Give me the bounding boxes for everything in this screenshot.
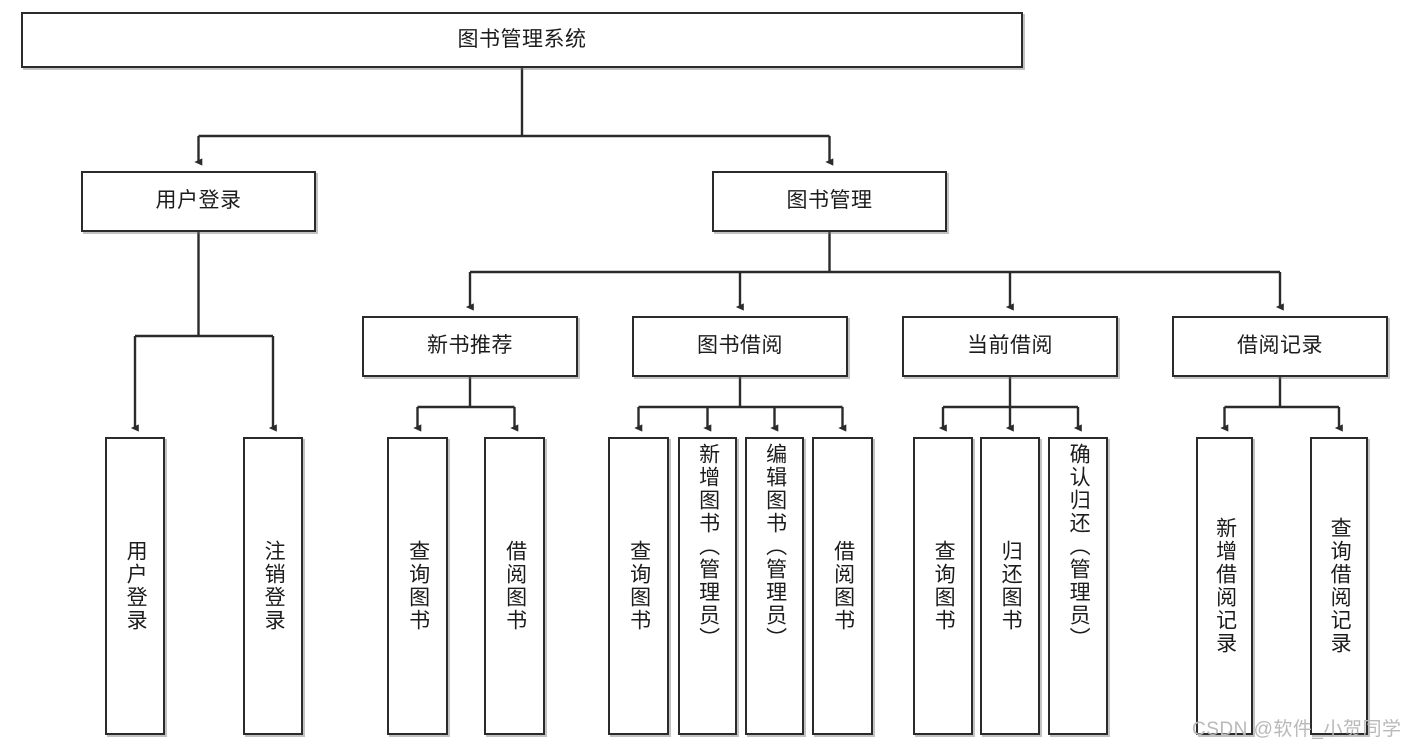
- node-label: 查询图书: [406, 540, 430, 632]
- node-label: 用户登录: [155, 189, 242, 213]
- node-label: 图书管理系统: [457, 27, 587, 51]
- node-leaf-user-login[interactable]: 用户登录: [105, 437, 165, 735]
- node-label: 查询图书: [932, 540, 956, 632]
- node-label: 新增图书（管理员）: [696, 443, 720, 650]
- node-label: 注销登录: [262, 540, 286, 632]
- node-label: 借阅记录: [1237, 334, 1323, 358]
- node-book-borrow[interactable]: 图书借阅: [632, 316, 848, 377]
- node-current-borrow[interactable]: 当前借阅: [902, 316, 1118, 377]
- node-leaf-add-book[interactable]: 新增图书（管理员）: [678, 437, 737, 735]
- node-borrow-record[interactable]: 借阅记录: [1172, 316, 1388, 377]
- csdn-watermark: CSDN @软件_小贺同学: [1192, 719, 1402, 740]
- node-label: 当前借阅: [967, 334, 1053, 358]
- node-leaf-query-book-1[interactable]: 查询图书: [387, 437, 448, 735]
- node-label: 查询图书: [627, 540, 651, 632]
- node-label: 确认归还（管理员）: [1067, 443, 1091, 650]
- node-label: 借阅图书: [831, 540, 855, 632]
- node-leaf-return-book[interactable]: 归还图书: [980, 437, 1040, 735]
- node-leaf-borrow-book-1[interactable]: 借阅图书: [484, 437, 545, 735]
- node-leaf-query-book-3[interactable]: 查询图书: [913, 437, 973, 735]
- node-leaf-confirm-return[interactable]: 确认归还（管理员）: [1048, 437, 1108, 735]
- node-leaf-borrow-book-2[interactable]: 借阅图书: [812, 437, 873, 735]
- node-label: 归还图书: [999, 540, 1023, 632]
- node-root[interactable]: 图书管理系统: [21, 12, 1023, 68]
- node-leaf-add-record[interactable]: 新增借阅记录: [1196, 437, 1253, 735]
- node-label: 用户登录: [124, 540, 148, 632]
- node-label: 编辑图书（管理员）: [763, 443, 787, 650]
- node-leaf-logout[interactable]: 注销登录: [243, 437, 303, 735]
- node-label: 图书借阅: [697, 334, 783, 358]
- node-leaf-edit-book[interactable]: 编辑图书（管理员）: [745, 437, 804, 735]
- node-label: 借阅图书: [503, 540, 527, 632]
- node-user-login[interactable]: 用户登录: [81, 171, 316, 232]
- node-label: 新增借阅记录: [1213, 517, 1237, 655]
- node-leaf-query-record[interactable]: 查询借阅记录: [1310, 437, 1368, 735]
- node-book-manage[interactable]: 图书管理: [712, 171, 947, 232]
- node-label: 查询借阅记录: [1328, 517, 1352, 655]
- node-label: 新书推荐: [427, 334, 513, 358]
- node-leaf-query-book-2[interactable]: 查询图书: [608, 437, 669, 735]
- node-label: 图书管理: [786, 189, 873, 213]
- node-new-book-recommend[interactable]: 新书推荐: [362, 316, 578, 377]
